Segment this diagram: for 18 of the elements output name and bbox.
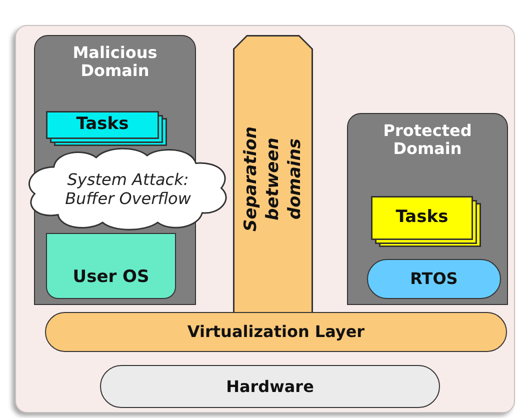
domain-title: Malicious Domain <box>72 44 158 81</box>
task-stack <box>371 196 483 248</box>
layer-label: Hardware <box>225 377 315 396</box>
layer-bar <box>45 312 507 352</box>
domain-title: Protected Domain <box>382 122 473 159</box>
task-label: Tasks <box>75 115 130 135</box>
layer-label: Virtualization Layer <box>186 322 366 342</box>
domain-box <box>347 113 508 305</box>
task-label: Tasks <box>394 208 450 228</box>
task-stack <box>46 111 169 147</box>
layer-bar <box>367 259 501 299</box>
attack-text: System Attack: Buffer Overflow <box>64 170 192 208</box>
separation-pillar <box>233 35 313 312</box>
os-label: User OS <box>72 268 150 288</box>
os-box <box>46 233 176 299</box>
separation-label: Separation between domains <box>240 126 306 234</box>
layer-bar <box>100 365 440 408</box>
layer-label: RTOS <box>409 270 459 288</box>
